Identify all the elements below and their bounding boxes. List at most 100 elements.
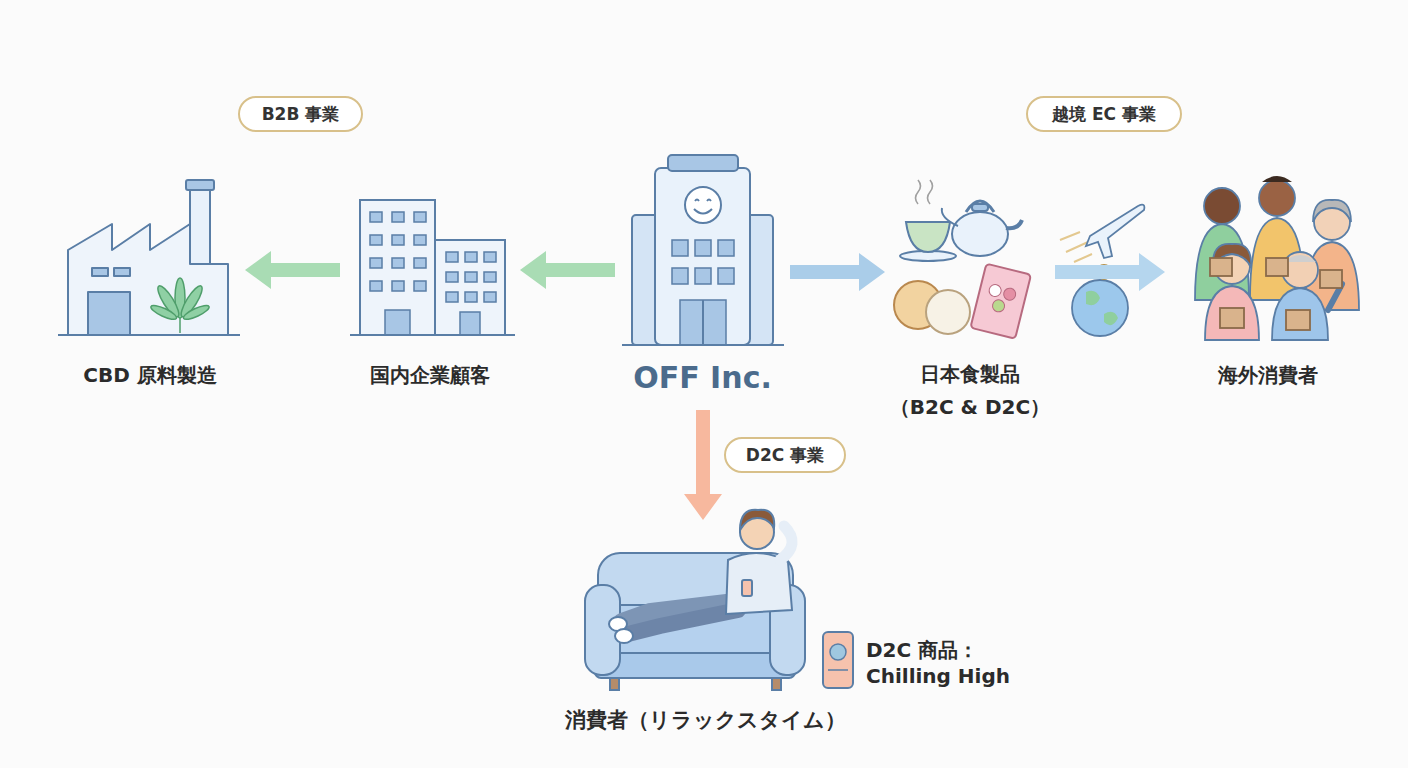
consumer-node: 消費者（リラックスタイム）	[560, 520, 850, 733]
product-node: 日本食製品 （B2C & D2C）	[885, 145, 1055, 424]
office-buildings-shape	[370, 212, 382, 222]
headquarters-shape	[702, 300, 704, 345]
japanese-food-shape	[1006, 220, 1022, 228]
office-buildings-shape	[370, 281, 382, 291]
headquarters-shape	[718, 268, 734, 284]
office-buildings-shape	[484, 252, 496, 262]
headquarters-shape	[655, 168, 750, 345]
overseas-consumers-shape	[1313, 200, 1351, 222]
shipping-shape	[1086, 205, 1144, 258]
office-buildings-shape	[435, 240, 505, 335]
japanese-food-shape	[942, 208, 958, 226]
headquarters-shape	[695, 268, 711, 284]
factory-shape	[88, 292, 130, 335]
office-buildings-shape	[465, 252, 477, 262]
office-buildings-shape	[414, 258, 426, 268]
overseas-consumers-shape	[1220, 308, 1244, 328]
sofa-consumer-shape	[628, 610, 738, 634]
factory-shape	[58, 334, 240, 336]
office-buildings-shape	[360, 200, 435, 335]
overseas-consumers-shape	[1210, 258, 1342, 330]
factory-node: CBD 原料製造	[55, 175, 245, 388]
headquarters-shape	[694, 209, 712, 214]
overseas-consumers-shape	[1266, 258, 1288, 276]
factory-shape	[190, 184, 210, 264]
node-caption: 消費者（リラックスタイム）	[565, 707, 846, 733]
office-buildings-shape	[446, 292, 458, 302]
japanese-food-shape	[906, 222, 950, 252]
overseas-consumers-shape	[1205, 286, 1259, 340]
office-buildings-shape	[392, 212, 404, 222]
office-buildings-shape	[414, 281, 426, 291]
tag-text: 越境 EC 事業	[1052, 103, 1156, 125]
sofa-consumer-shape	[830, 644, 846, 660]
japanese-food-illustration	[894, 180, 1031, 339]
node-caption: 海外消費者	[1218, 362, 1318, 388]
office-buildings-illustration	[350, 200, 515, 335]
japanese-food-shape	[926, 290, 970, 334]
office-buildings-shape	[465, 272, 477, 282]
factory-shape	[182, 303, 211, 322]
office-buildings-shape	[484, 292, 496, 302]
node-caption: OFF Inc.	[633, 360, 772, 396]
headquarters-shape	[672, 240, 688, 256]
shipping-shape	[1060, 232, 1092, 262]
office-buildings-shape	[484, 272, 496, 282]
sofa-consumer-shape	[740, 510, 774, 530]
overseas-consumers-shape	[1259, 180, 1295, 216]
headquarters-shape	[695, 240, 711, 256]
factory-shape	[186, 180, 214, 190]
office-buildings-shape	[414, 212, 426, 222]
flow-arrow	[245, 251, 340, 289]
japanese-food-shape	[970, 264, 1031, 339]
office-buildings-shape	[370, 258, 382, 268]
office-buildings-shape	[446, 252, 496, 335]
japanese-food-shape	[988, 283, 1003, 298]
factory-illustration	[58, 180, 240, 335]
headquarters-shape	[622, 344, 784, 346]
overseas-consumers-shape	[1286, 310, 1310, 330]
flow-arrow	[520, 251, 615, 289]
headquarters-shape	[680, 300, 726, 345]
product-label: D2C 商品： Chilling High	[866, 637, 1016, 689]
sofa-consumer-illustration	[585, 510, 853, 690]
overseas-consumers-shape	[1320, 270, 1342, 288]
flow-arrow	[790, 253, 885, 291]
sofa-consumer-shape	[828, 669, 848, 671]
flow-arrow	[1055, 253, 1165, 291]
factory-shape	[149, 278, 210, 333]
office-buildings-shape	[392, 235, 404, 245]
factory-shape	[92, 268, 108, 276]
office-buildings-shape	[460, 312, 480, 335]
business-tag: B2B 事業	[238, 96, 363, 132]
tag-text: B2B 事業	[262, 103, 340, 125]
factory-shape	[68, 224, 228, 335]
japanese-food-shape	[972, 204, 988, 211]
overseas-consumers-shape	[1262, 176, 1292, 182]
sofa-consumer-shape	[772, 678, 781, 690]
japanese-food-shape	[916, 180, 933, 204]
office-buildings-shape	[392, 281, 404, 291]
customer-node: 海外消費者	[1165, 165, 1370, 388]
headquarters-shape	[718, 240, 734, 256]
office-buildings-shape	[392, 258, 404, 268]
node-caption: 国内企業顧客	[370, 362, 490, 388]
node-caption: CBD 原料製造	[83, 362, 217, 388]
headquarters-shape	[672, 268, 688, 284]
office-buildings-shape	[350, 334, 515, 336]
overseas-consumers-shape	[1204, 188, 1240, 224]
factory-shape	[179, 318, 181, 333]
factory-shape	[114, 268, 130, 276]
company-node: OFF Inc.	[615, 150, 790, 410]
business-tag: 越境 EC 事業	[1026, 96, 1182, 132]
tag-text: D2C 事業	[746, 444, 824, 466]
client-node: 国内企業顧客	[340, 190, 520, 388]
overseas-consumers-illustration	[1195, 176, 1359, 340]
headquarters-illustration	[622, 155, 784, 345]
japanese-food-shape	[966, 201, 994, 212]
sofa-consumer-shape	[615, 629, 633, 643]
business-tag: D2C 事業	[724, 437, 846, 473]
sofa-consumer-shape	[610, 678, 619, 690]
office-buildings-shape	[446, 252, 458, 262]
